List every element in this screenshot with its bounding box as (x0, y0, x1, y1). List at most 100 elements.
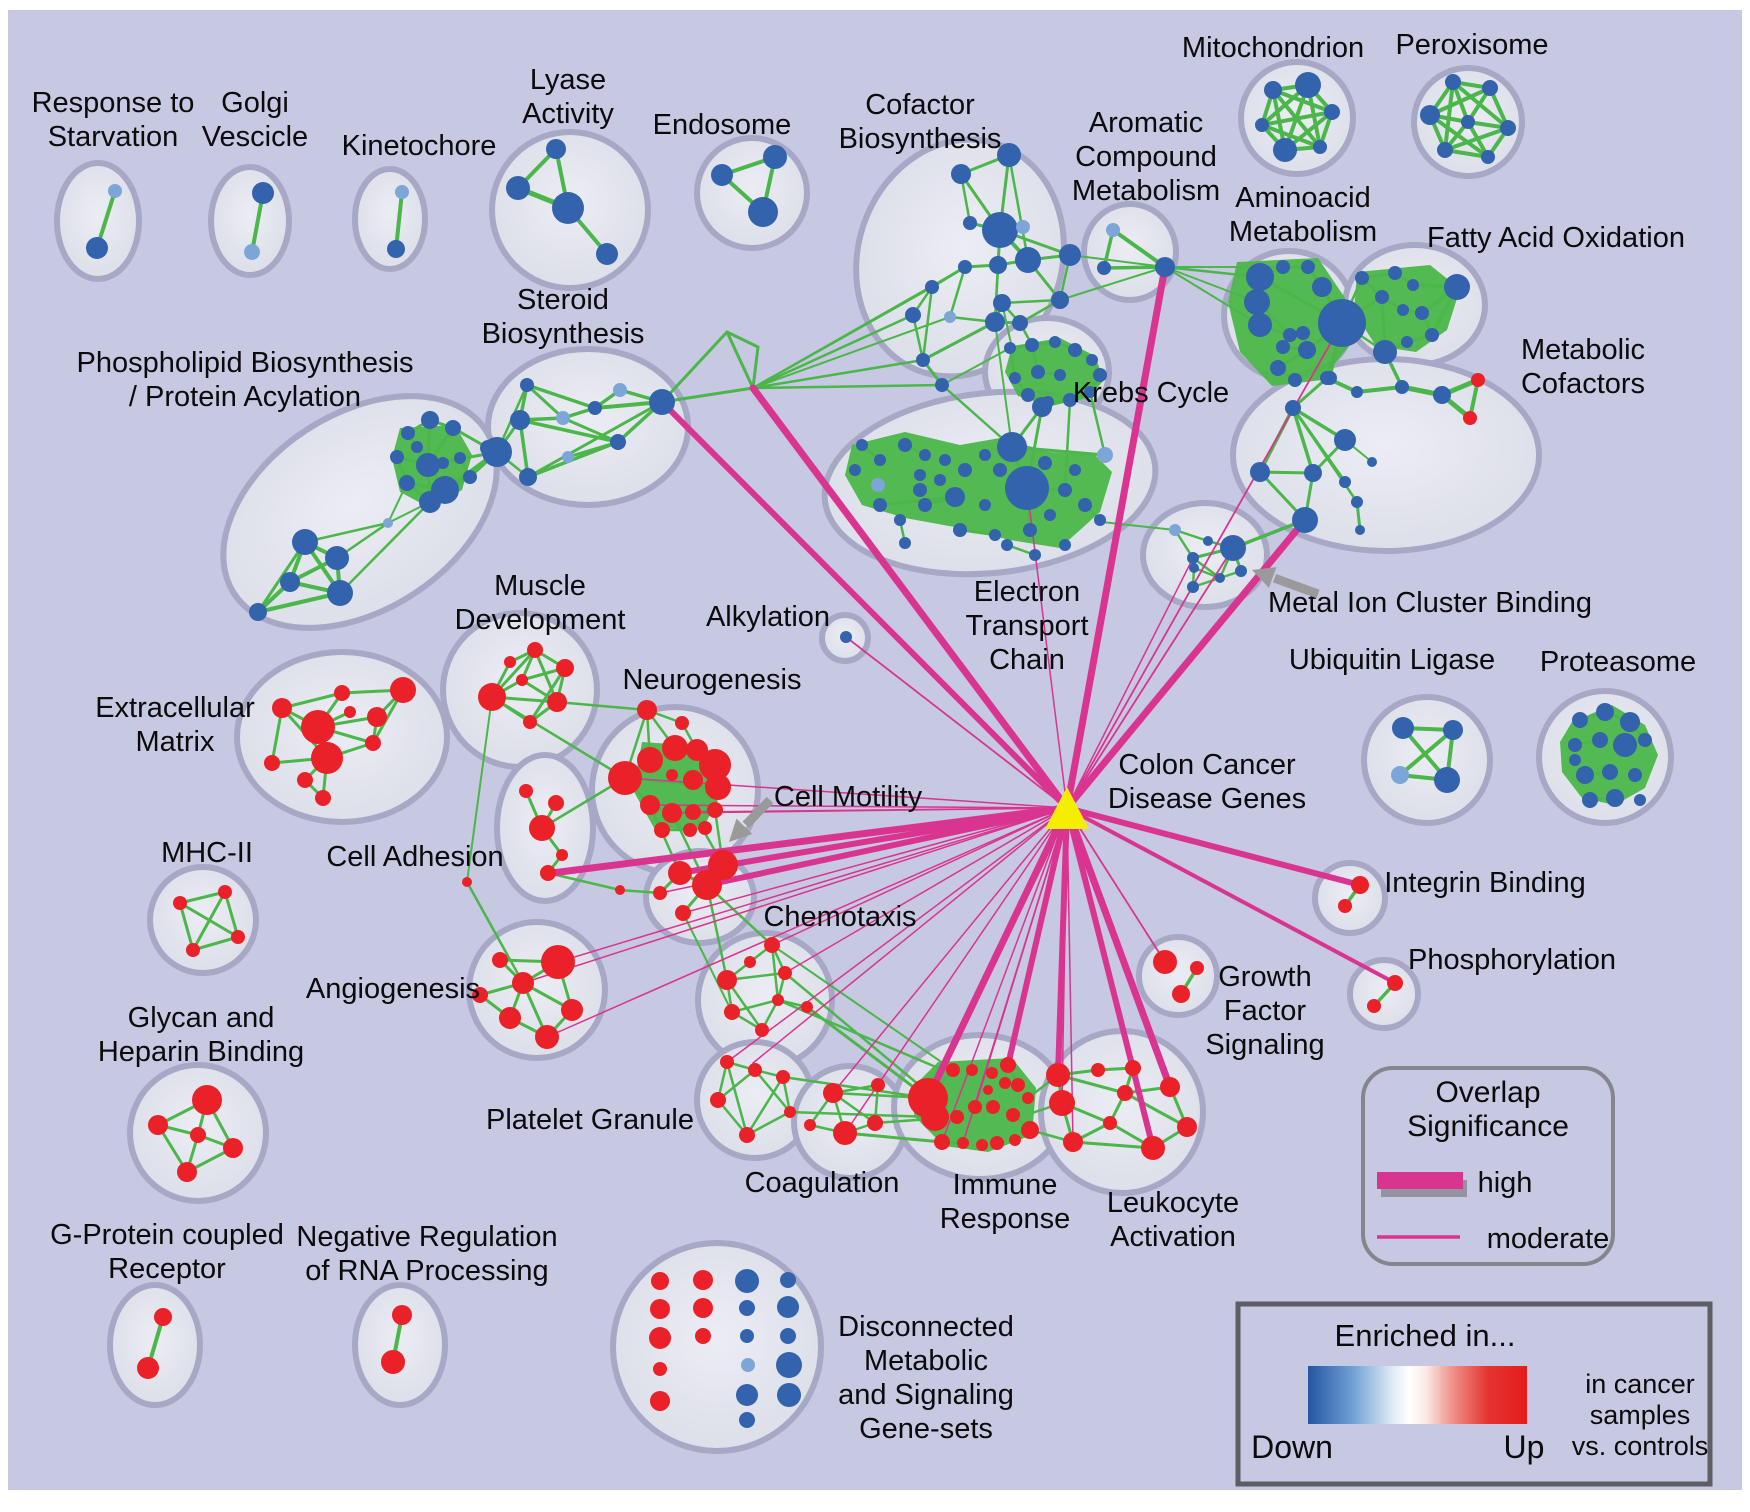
green-edge (1101, 521, 1176, 531)
gene-set-node (946, 1063, 960, 1077)
gene-set-node (1038, 456, 1052, 470)
gene-set-node (699, 749, 731, 781)
cluster-label-cell-adhesion: Cell Adhesion (326, 841, 503, 873)
cluster-ellipse-growth-factor (1136, 934, 1220, 1018)
green-edge (178, 901, 240, 939)
green-edge (394, 190, 404, 251)
gene-set-node (666, 769, 678, 781)
legend-enriched-title: Enriched in... (1335, 1318, 1516, 1353)
gene-set-node (649, 1327, 671, 1349)
gene-set-node (334, 685, 350, 701)
gene-set-node (561, 999, 583, 1021)
gene-set-node (986, 1100, 1000, 1114)
gene-set-node (748, 1063, 762, 1077)
gene-set-node (556, 411, 570, 425)
gene-set-node (472, 987, 488, 1003)
overlap-edge-high (1065, 806, 1397, 985)
gene-set-node (421, 411, 439, 429)
gene-set-node (776, 1352, 802, 1378)
gene-set-node (856, 439, 868, 451)
gene-set-node (1576, 766, 1594, 784)
gene-set-node (735, 1269, 759, 1293)
gene-set-node (748, 197, 778, 227)
gene-set-node (780, 1272, 796, 1288)
gene-set-node (416, 453, 440, 477)
green-edge (994, 321, 1013, 448)
gene-set-node (1433, 386, 1451, 404)
gene-set-node (1298, 341, 1316, 359)
gene-set-node (613, 383, 627, 397)
green-edge (725, 978, 764, 1032)
gene-set-node (683, 770, 703, 790)
green-edge (555, 700, 649, 712)
gene-set-node (556, 849, 568, 861)
gene-set-node (1351, 496, 1363, 508)
green-edge (745, 1075, 785, 1137)
overlap-edge-moderate (1066, 547, 1234, 809)
gene-set-node (692, 870, 722, 900)
gene-set-node (939, 454, 951, 466)
gene-set-node (914, 469, 926, 481)
gene-set-node (519, 468, 537, 486)
green-edge (705, 883, 729, 982)
gene-set-node (1401, 336, 1413, 348)
gene-set-node (1351, 386, 1363, 398)
legend-enriched-box (1235, 1301, 1713, 1487)
gene-set-node (997, 143, 1021, 167)
gene-set-node (1606, 789, 1624, 807)
gene-set-node (662, 803, 682, 823)
gene-set-node (1190, 961, 1204, 975)
gene-set-node (596, 243, 618, 265)
green-edge (948, 265, 967, 319)
green-edge (1102, 265, 1167, 270)
overlap-edge-moderate (1066, 807, 1074, 1143)
cluster-ellipse-negreg (352, 1282, 448, 1408)
gene-set-node (899, 537, 911, 549)
gene-set-node (918, 498, 932, 512)
gene-set-node (1355, 271, 1369, 285)
gene-set-node (1172, 985, 1190, 1003)
gene-set-node (934, 474, 946, 486)
legend-down-label: Down (1251, 1429, 1333, 1465)
disease-genes-hub-node (1045, 787, 1089, 829)
overlap-edge-high (1005, 805, 1070, 1068)
gene-set-node (1153, 950, 1177, 974)
gene-set-node (1355, 525, 1365, 535)
gene-set-node (653, 1362, 667, 1376)
gene-set-node (650, 1391, 670, 1411)
gene-set-node (190, 1127, 206, 1143)
green-edge (725, 1060, 749, 1137)
gene-set-node (381, 1350, 405, 1374)
overlap-edge-moderate (1066, 807, 1166, 963)
gene-set-node (874, 454, 886, 466)
gene-set-node (512, 972, 534, 994)
gene-set-node (986, 1067, 998, 1079)
gene-set-node (966, 1064, 978, 1076)
gene-set-node (264, 755, 280, 771)
gene-set-node (272, 698, 292, 718)
gene-set-node (1288, 373, 1302, 387)
gene-set-node (934, 1134, 950, 1150)
metal-ion-arrow (1273, 573, 1320, 599)
gene-set-node (1285, 400, 1301, 416)
gene-set-node (1296, 326, 1310, 340)
gene-set-node (1264, 81, 1282, 99)
gene-set-node (1059, 244, 1081, 266)
overlap-edge-moderate (726, 807, 1068, 1063)
gene-set-node (651, 1272, 669, 1290)
gene-set-node (527, 642, 543, 658)
gene-set-node (916, 353, 930, 367)
overlap-edge-high (1063, 516, 1309, 812)
legend-overlap-box (1361, 1066, 1615, 1266)
overlap-edge-moderate (557, 807, 1068, 963)
green-edge (546, 871, 622, 892)
gene-set-node (1596, 703, 1614, 721)
gene-set-node (675, 905, 691, 921)
green-edge (526, 400, 664, 479)
green-edge (725, 330, 755, 390)
